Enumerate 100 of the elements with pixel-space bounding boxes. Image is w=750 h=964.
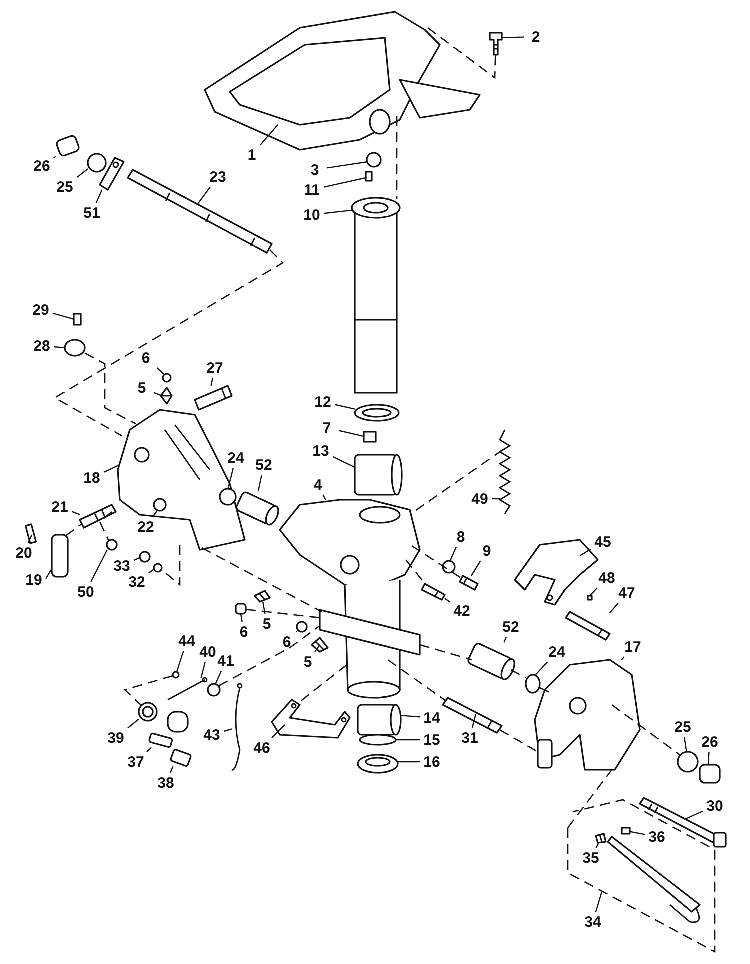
leader-line (400, 715, 420, 718)
nut (677, 751, 699, 773)
assembly-line (500, 729, 538, 753)
tilt-tube-drawing (127, 169, 273, 254)
callout-number: 6 (142, 350, 150, 366)
assembly-line (54, 250, 284, 437)
leader-line (96, 190, 103, 204)
callout-number: 26 (702, 734, 718, 750)
callout-number: 29 (32, 302, 50, 318)
lever-drawing (148, 711, 189, 748)
leader-line (45, 568, 53, 580)
leader-line (322, 494, 326, 500)
callout-number: 33 (114, 558, 130, 574)
leader-line (134, 557, 140, 562)
callout-number: 1 (248, 148, 256, 162)
callout-number: 52 (256, 458, 272, 472)
callout-number: 5 (262, 616, 272, 632)
fitting-drawing (254, 590, 271, 603)
pin (365, 171, 373, 182)
leader-line (596, 842, 600, 848)
callout-number: 2 (532, 30, 540, 44)
leader-line (332, 456, 356, 468)
callout-number: 7 (322, 420, 332, 436)
callout-number: 46 (254, 740, 270, 756)
leader-line (535, 662, 548, 676)
callout-number: 18 (84, 470, 100, 486)
callout-number: 50 (78, 584, 94, 600)
link (207, 683, 221, 697)
callout-number: 47 (618, 586, 636, 600)
callout-number: 4 (314, 478, 322, 492)
leader-line (198, 186, 212, 204)
pin-drawing (421, 583, 446, 601)
nut (139, 551, 151, 563)
leader-line (324, 177, 366, 188)
callout-number: 31 (462, 730, 478, 746)
callout-number: 16 (424, 754, 440, 770)
callout-number: 34 (584, 914, 602, 930)
nut (87, 153, 107, 173)
leader-line (90, 550, 108, 582)
leader-line (492, 498, 500, 500)
callout-number: 13 (312, 444, 330, 458)
clamp-bracket-drawing (117, 409, 246, 551)
bushing-drawing (357, 704, 402, 736)
screw-drawing (79, 504, 117, 529)
callout-number: 42 (454, 604, 470, 618)
fitting-drawing (160, 387, 173, 405)
ring-drawing (354, 404, 400, 422)
handle-drawing (204, 11, 481, 151)
callout-number: 6 (240, 624, 248, 640)
washer (525, 674, 541, 694)
leader-line (146, 747, 152, 752)
leader-line (54, 156, 56, 158)
callout-number: 24 (548, 644, 566, 660)
key (363, 431, 377, 443)
callout-number: 32 (128, 574, 146, 590)
leader-line (580, 548, 592, 557)
bolt-drawing (489, 32, 503, 56)
leader-line (156, 368, 164, 374)
leader-line (450, 546, 458, 562)
callout-number: 6 (282, 634, 292, 650)
leader-line (472, 714, 477, 728)
ring-drawing (357, 754, 399, 774)
leader-line (200, 662, 206, 678)
callout-number: 27 (206, 360, 224, 376)
leader-line (240, 614, 243, 622)
callout-number: 35 (582, 850, 600, 866)
leader-line (621, 656, 625, 660)
assembly-line (612, 704, 680, 756)
callout-number: 45 (594, 534, 612, 550)
callout-number: 51 (84, 206, 100, 220)
spring-drawing (498, 430, 512, 514)
terminal-drawing (99, 157, 125, 191)
callout-number: 14 (424, 710, 440, 726)
callout-number: 30 (706, 798, 724, 814)
assembly-line (396, 116, 398, 199)
callout-number: 10 (304, 208, 320, 222)
clamp-bracket-drawing (534, 659, 641, 771)
lever-plate (51, 534, 69, 578)
callout-number: 12 (314, 394, 332, 410)
leader-line (170, 766, 174, 774)
leader-line (52, 312, 74, 320)
screw-drawing (459, 575, 479, 591)
callout-number: 39 (108, 730, 124, 746)
ring (359, 734, 397, 746)
callout-number: 52 (502, 620, 520, 634)
assembly-line (567, 770, 613, 828)
leader-line (326, 162, 368, 169)
callout-number: 48 (598, 570, 616, 586)
pin-drawing (565, 611, 611, 641)
callout-number: 43 (204, 728, 220, 742)
assembly-line (246, 608, 320, 619)
leader-line (154, 392, 162, 396)
callout-number: 8 (456, 530, 466, 544)
assembly-line (388, 659, 446, 702)
leader-line (258, 474, 262, 492)
leader-line (590, 588, 598, 596)
leader-line (708, 752, 710, 766)
pin-drawing (194, 385, 233, 411)
callout-number: 17 (624, 640, 642, 654)
wire-drawing (232, 683, 243, 771)
